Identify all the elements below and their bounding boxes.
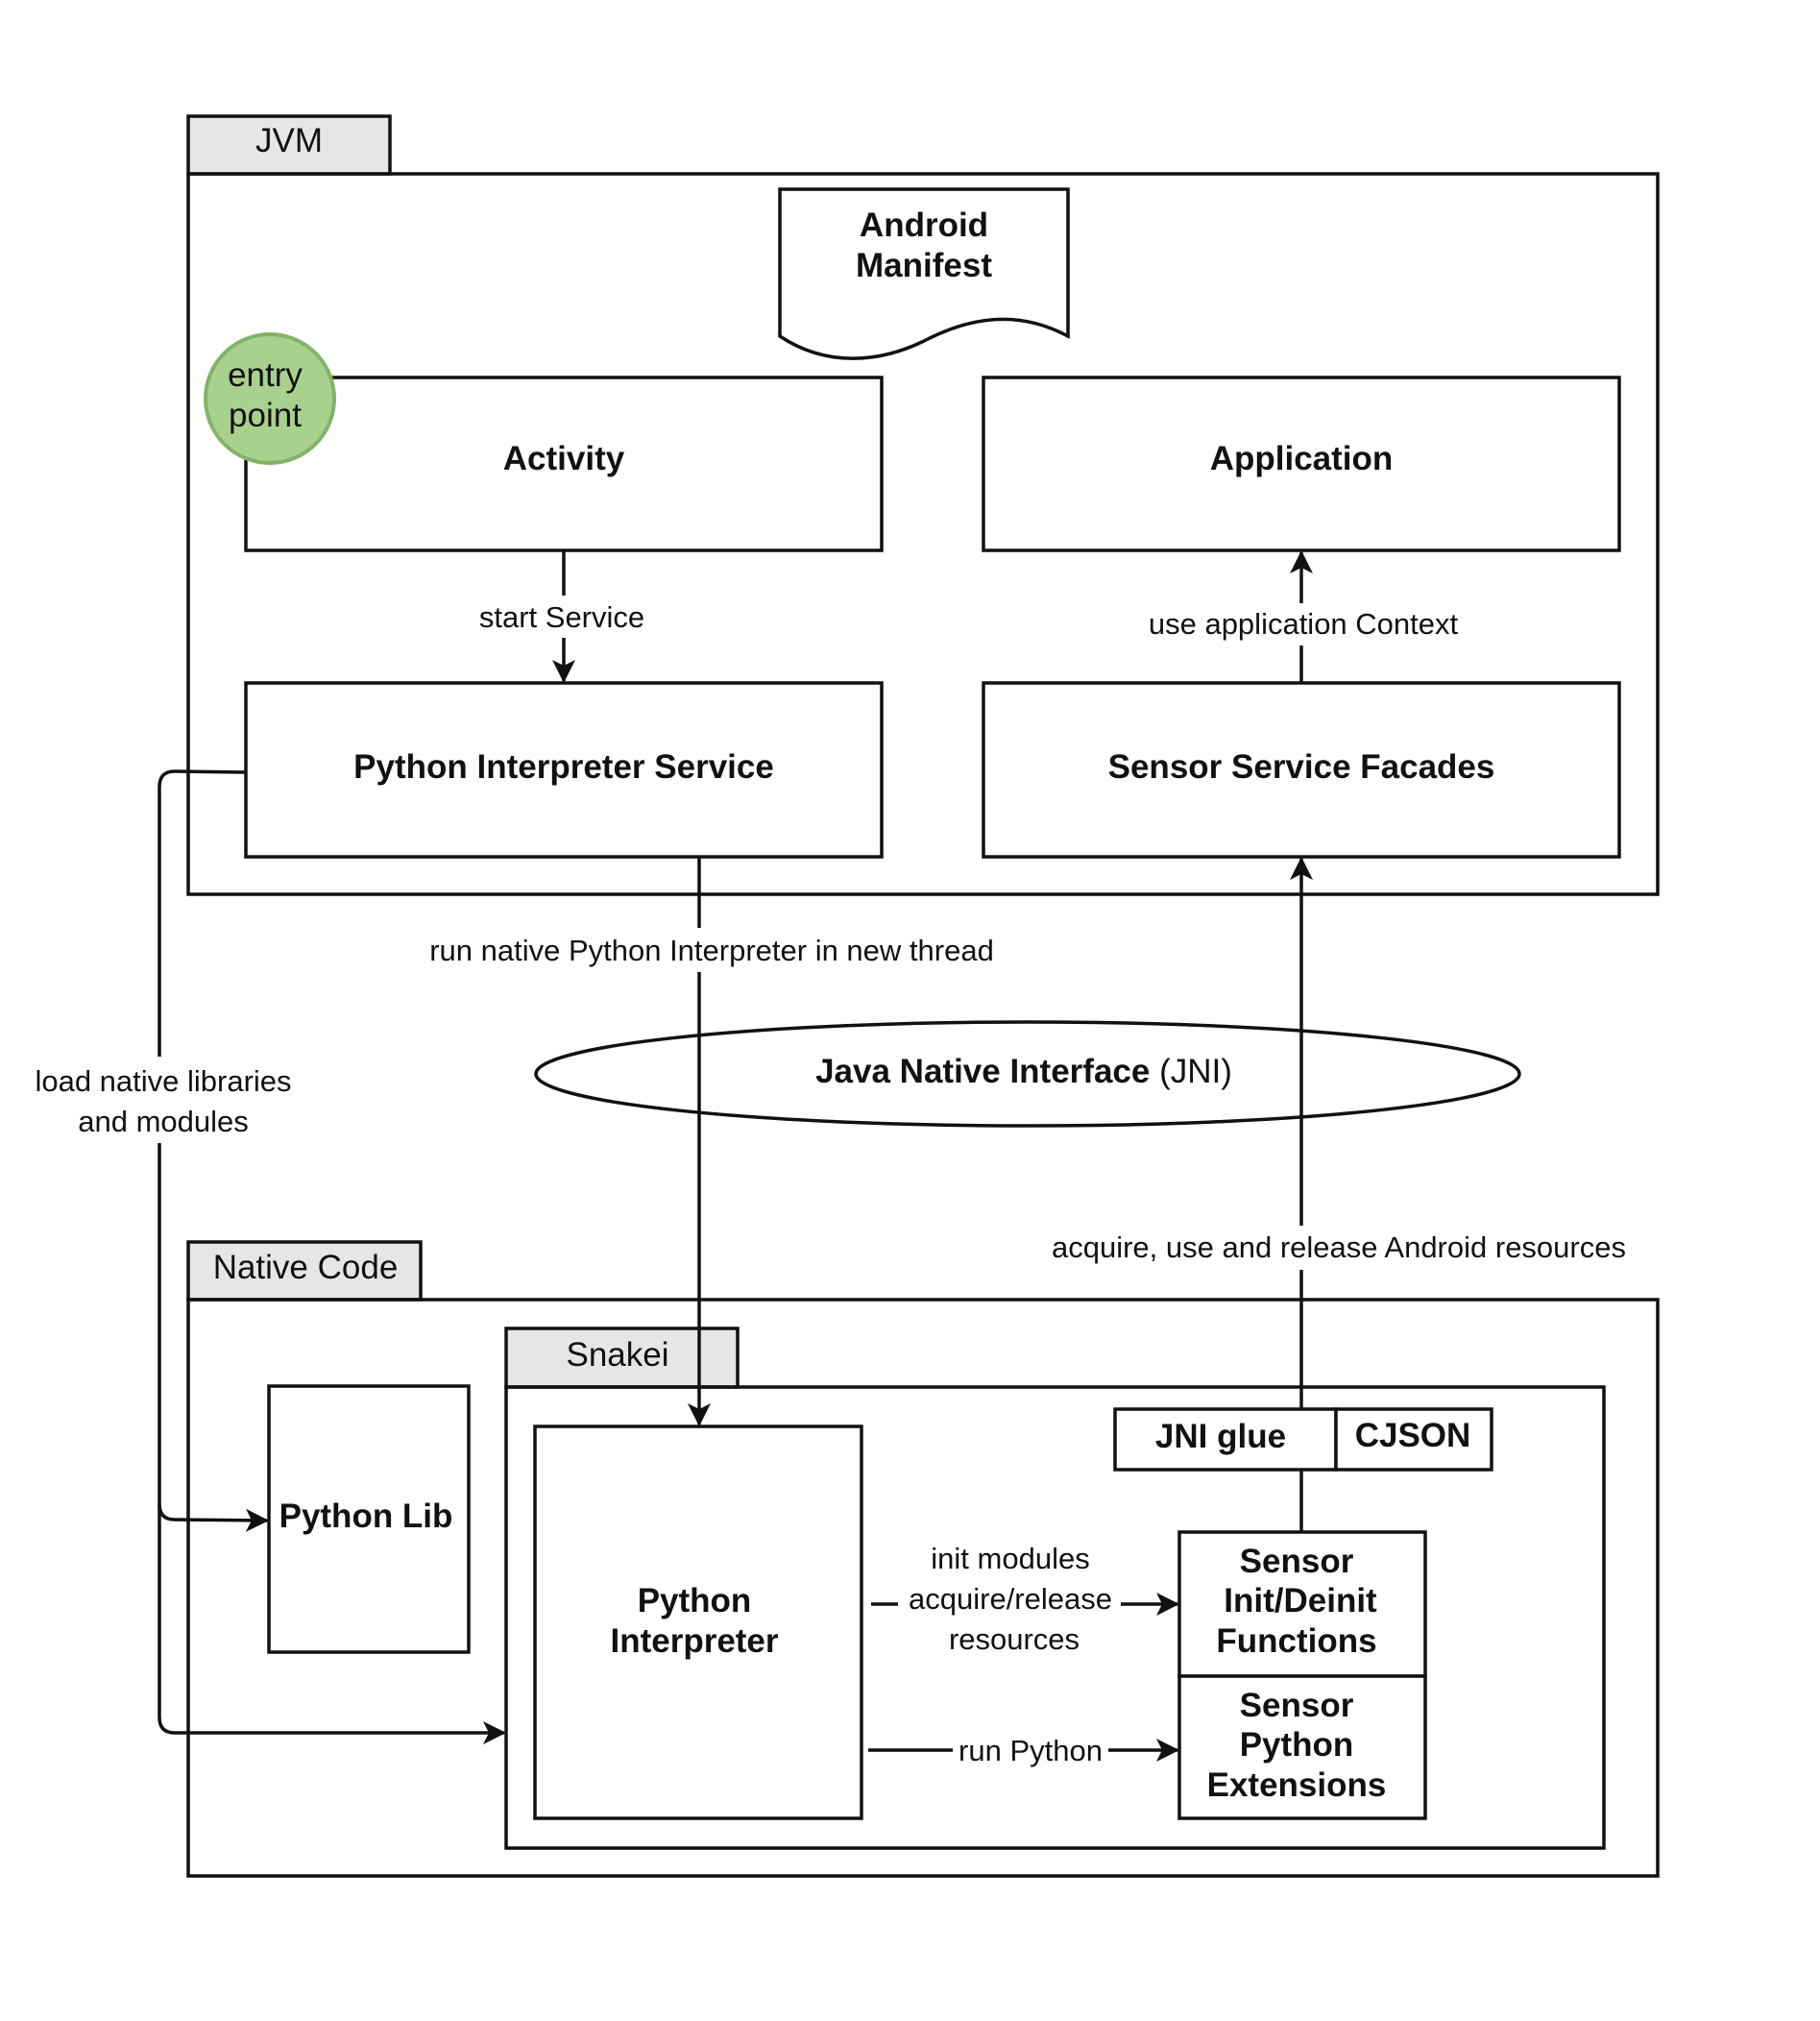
jni-label-rest: (JNI) — [1150, 1053, 1232, 1090]
python-interpreter-line-2: Interpreter — [610, 1622, 778, 1660]
sensor-init-line-3: Functions — [1216, 1622, 1376, 1660]
sensor-ext-line-1: Sensor — [1240, 1687, 1354, 1724]
android-manifest-line-1: Android — [860, 207, 988, 244]
jvm-container: JVM — [186, 114, 1660, 896]
edge-run-python: run Python — [868, 1729, 1179, 1771]
sensor-ext-line-3: Extensions — [1207, 1766, 1387, 1804]
jni-label-bold: Java Native Interface — [815, 1053, 1150, 1090]
sensor-python-extensions-node: Sensor Python Extensions — [1177, 1674, 1427, 1820]
jni-glue-label: JNI glue — [1155, 1418, 1286, 1455]
sensor-service-facades-node: Sensor Service Facades — [982, 681, 1621, 859]
python-interpreter-service-node: Python Interpreter Service — [244, 681, 884, 859]
edge-init-modules: init modules acquire/release resources — [871, 1542, 1179, 1656]
acquire-release-label: acquire, use and release Android resourc… — [1052, 1230, 1626, 1264]
cjson-label: CJSON — [1355, 1417, 1471, 1454]
python-interpreter-service-label: Python Interpreter Service — [353, 748, 774, 786]
run-python-label: run Python — [959, 1734, 1103, 1767]
python-lib-node: Python Lib — [267, 1384, 471, 1654]
edge-start-service: start Service — [468, 550, 660, 683]
init-modules-line-1: init modules — [931, 1542, 1089, 1575]
sensor-init-line-1: Sensor — [1240, 1543, 1354, 1580]
sensor-service-facades-label: Sensor Service Facades — [1108, 748, 1495, 786]
edge-load-native-libraries: load native libraries and modules — [19, 769, 506, 1744]
init-modules-line-2: acquire/release — [909, 1582, 1112, 1616]
run-native-label: run native Python Interpreter in new thr… — [429, 934, 994, 967]
application-node: Application — [982, 376, 1621, 552]
sensor-init-line-2: Init/Deinit — [1224, 1582, 1377, 1619]
sensor-init-deinit-node: Sensor Init/Deinit Functions — [1177, 1530, 1427, 1678]
init-modules-line-3: resources — [949, 1622, 1080, 1656]
snakei-label: Snakei — [566, 1336, 668, 1374]
sensor-ext-line-2: Python — [1240, 1726, 1354, 1764]
entry-point-node: entry point — [204, 332, 336, 465]
use-application-context-label: use application Context — [1149, 607, 1459, 641]
entry-point-line-2: point — [229, 397, 302, 434]
load-native-line-1: load native libraries — [35, 1064, 291, 1098]
application-label: Application — [1210, 440, 1394, 477]
entry-point-line-1: entry — [228, 356, 303, 394]
python-interpreter-node: Python Interpreter — [533, 1424, 863, 1820]
activity-label: Activity — [503, 440, 625, 477]
cjson-node: CJSON — [1334, 1407, 1493, 1472]
python-lib-label: Python Lib — [279, 1497, 453, 1535]
load-native-line-2: and modules — [78, 1105, 249, 1138]
jni-node: Java Native Interface (JNI) — [534, 1020, 1521, 1128]
python-interpreter-line-1: Python — [638, 1582, 752, 1619]
edge-use-application-context: use application Context — [1133, 550, 1471, 683]
jni-label: Java Native Interface (JNI) — [815, 1053, 1232, 1090]
native-code-container: Native Code — [186, 1240, 1660, 1878]
jni-glue-node: JNI glue — [1113, 1407, 1338, 1472]
start-service-label: start Service — [479, 600, 644, 634]
activity-node: Activity — [244, 376, 884, 552]
android-manifest-line-2: Manifest — [856, 247, 992, 284]
native-code-label: Native Code — [213, 1249, 399, 1286]
android-manifest-node: Android Manifest — [778, 187, 1070, 360]
jvm-label: JVM — [255, 122, 323, 159]
